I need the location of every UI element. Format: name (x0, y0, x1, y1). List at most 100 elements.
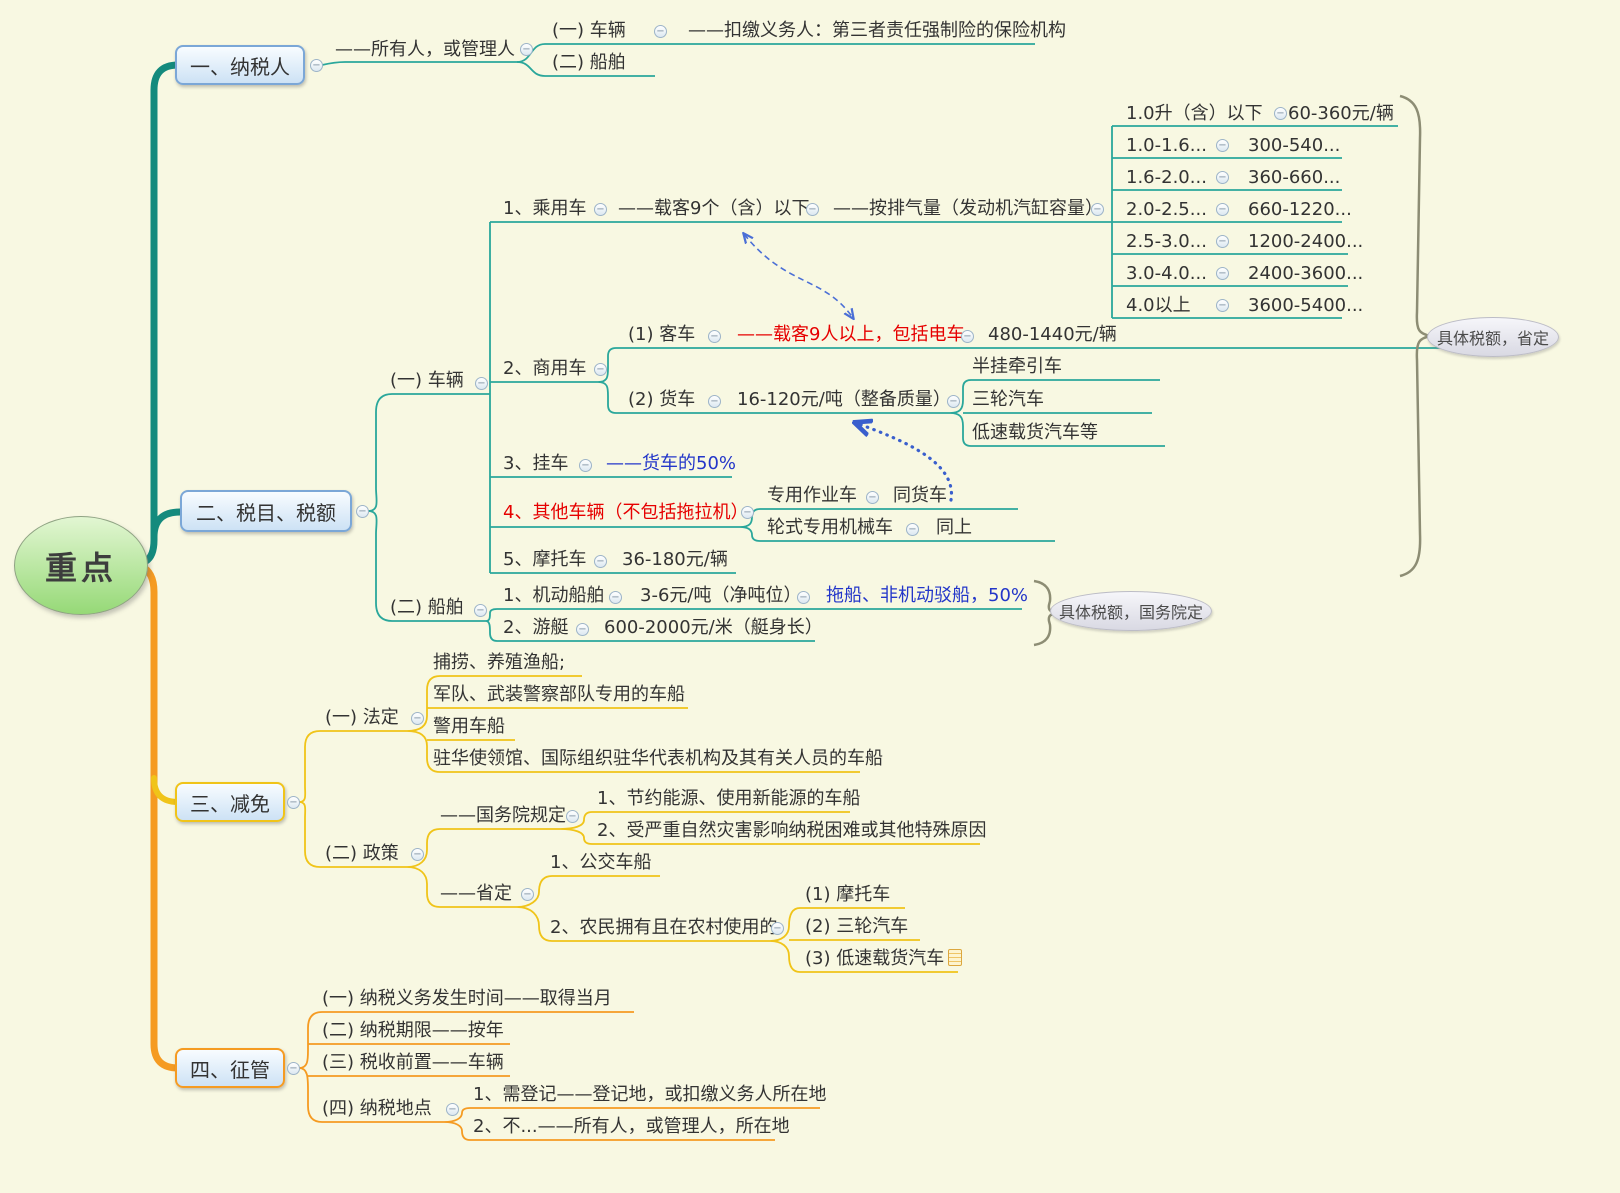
node-bus-note[interactable]: ——载客9人以上，包括电车 (737, 324, 965, 345)
collapse-icon[interactable]: − (708, 395, 721, 408)
node-b4-3[interactable]: (四) 纳税地点 (322, 1098, 432, 1119)
node-farmer-2[interactable]: (3) 低速载货汽车 (805, 948, 945, 969)
topic-reduction[interactable]: 三、减免 (175, 782, 285, 822)
node-other-vehicle[interactable]: 4、其他车辆（不包括拖拉机） (503, 502, 749, 523)
node-disp-amount-6[interactable]: 3600-5400... (1248, 295, 1364, 316)
collapse-icon[interactable]: − (287, 1062, 300, 1075)
collapse-icon[interactable]: − (594, 363, 607, 376)
node-bus[interactable]: (1) 客车 (628, 324, 696, 345)
collapse-icon[interactable]: − (1216, 299, 1229, 312)
node-disp-range-3[interactable]: 2.0-2.5... (1126, 199, 1207, 220)
node-truck-type-0[interactable]: 半挂牵引车 (972, 356, 1062, 377)
collapse-icon[interactable]: − (1216, 267, 1229, 280)
node-disp-range-4[interactable]: 2.5-3.0... (1126, 231, 1207, 252)
collapse-icon[interactable]: − (741, 506, 754, 519)
node-disp-amount-5[interactable]: 2400-3600... (1248, 263, 1364, 284)
topic-taxpayer[interactable]: 一、纳税人 (175, 45, 305, 85)
node-truck[interactable]: (2) 货车 (628, 389, 696, 410)
node-motorcycle-amount[interactable]: 36-180元/辆 (622, 549, 728, 570)
node-disp-range-6[interactable]: 4.0以上 (1126, 295, 1191, 316)
node-statutory-3[interactable]: 驻华使领馆、国际组织驻华代表机构及其有关人员的车船 (433, 748, 883, 769)
collapse-icon[interactable]: − (609, 591, 622, 604)
node-motor-ship-note[interactable]: 拖船、非机动驳船，50% (826, 585, 1029, 606)
node-truck-type-2[interactable]: 低速载货汽车等 (972, 422, 1098, 443)
node-bus-amount[interactable]: 480-1440元/辆 (988, 324, 1117, 345)
node-province-set[interactable]: ——省定 (440, 883, 512, 904)
node-motorcycle[interactable]: 5、摩托车 (503, 549, 587, 570)
node-b4-1[interactable]: (二) 纳税期限——按年 (322, 1020, 504, 1041)
node-disp-range-5[interactable]: 3.0-4.0... (1126, 263, 1207, 284)
collapse-icon[interactable]: − (1216, 203, 1229, 216)
node-passenger[interactable]: 1、乘用车 (503, 198, 587, 219)
node-farmer[interactable]: 2、农民拥有且在农村使用的 (550, 917, 778, 938)
node-other-1-label[interactable]: 轮式专用机械车 (767, 517, 893, 538)
collapse-icon[interactable]: − (474, 604, 487, 617)
node-passenger-note[interactable]: ——载客9个（含）以下 (618, 198, 810, 219)
node-displacement[interactable]: ——按排气量（发动机汽缸容量） (833, 198, 1103, 219)
collapse-icon[interactable]: − (446, 1103, 459, 1116)
node-motor-ship-amount[interactable]: 3-6元/吨（净吨位） (640, 585, 802, 606)
node-place-1[interactable]: 2、不...——所有人，或管理人，所在地 (473, 1116, 790, 1137)
collapse-icon[interactable]: − (356, 505, 369, 518)
node-disp-range-2[interactable]: 1.6-2.0... (1126, 167, 1207, 188)
node-disp-amount-1[interactable]: 300-540... (1248, 135, 1341, 156)
node-statutory[interactable]: (一) 法定 (325, 707, 399, 728)
collapse-icon[interactable]: − (866, 491, 879, 504)
node-other-1-value[interactable]: 同上 (936, 517, 972, 538)
node-public-transit[interactable]: 1、公交车船 (550, 852, 652, 873)
node-statutory-0[interactable]: 捕捞、养殖渔船; (433, 652, 566, 673)
collapse-icon[interactable]: − (411, 712, 424, 725)
node-b1-vehicle[interactable]: (一) 车辆 (552, 20, 626, 41)
collapse-icon[interactable]: − (961, 330, 974, 343)
node-yacht-amount[interactable]: 600-2000元/米（艇身长） (604, 617, 823, 638)
collapse-icon[interactable]: − (1216, 139, 1229, 152)
node-truck-type-1[interactable]: 三轮汽车 (972, 389, 1044, 410)
collapse-icon[interactable]: − (521, 888, 534, 901)
collapse-icon[interactable]: − (579, 459, 592, 472)
topic-collection[interactable]: 四、征管 (175, 1048, 285, 1088)
callout-province-amount[interactable]: 具体税额，省定 (1427, 317, 1559, 357)
collapse-icon[interactable]: − (1274, 107, 1287, 120)
collapse-icon[interactable]: − (771, 922, 784, 935)
note-icon[interactable] (948, 949, 962, 966)
node-farmer-1[interactable]: (2) 三轮汽车 (805, 916, 909, 937)
root-topic[interactable]: 重点 (14, 516, 148, 615)
node-b1-ship[interactable]: (二) 船舶 (552, 52, 626, 73)
collapse-icon[interactable]: − (806, 203, 819, 216)
node-disp-range-1[interactable]: 1.0-1.6... (1126, 135, 1207, 156)
collapse-icon[interactable]: − (594, 203, 607, 216)
collapse-icon[interactable]: − (1216, 235, 1229, 248)
collapse-icon[interactable]: − (520, 43, 533, 56)
node-statutory-1[interactable]: 军队、武装警察部队专用的车船 (433, 684, 685, 705)
node-trailer-note[interactable]: ——货车的50% (606, 453, 737, 474)
node-disp-amount-4[interactable]: 1200-2400... (1248, 231, 1364, 252)
node-statutory-2[interactable]: 警用车船 (433, 716, 505, 737)
node-motor-ship[interactable]: 1、机动船舶 (503, 585, 605, 606)
node-commercial[interactable]: 2、商用车 (503, 358, 587, 379)
node-yacht[interactable]: 2、游艇 (503, 617, 569, 638)
collapse-icon[interactable]: − (654, 25, 667, 38)
collapse-icon[interactable]: − (310, 59, 323, 72)
node-state-council-0[interactable]: 1、节约能源、使用新能源的车船 (597, 788, 861, 809)
collapse-icon[interactable]: − (797, 591, 810, 604)
node-b4-2[interactable]: (三) 税收前置——车辆 (322, 1052, 504, 1073)
collapse-icon[interactable]: − (947, 395, 960, 408)
collapse-icon[interactable]: − (1216, 171, 1229, 184)
topic-tax-items[interactable]: 二、税目、税额 (180, 490, 352, 532)
node-b1-vehicle-note[interactable]: ——扣缴义务人：第三者责任强制险的保险机构 (688, 20, 1066, 41)
node-b2-ship[interactable]: (二) 船舶 (390, 597, 464, 618)
node-disp-amount-2[interactable]: 360-660... (1248, 167, 1341, 188)
node-b2-vehicle[interactable]: (一) 车辆 (390, 370, 464, 391)
collapse-icon[interactable]: − (411, 848, 424, 861)
collapse-icon[interactable]: − (906, 523, 919, 536)
collapse-icon[interactable]: − (475, 377, 488, 390)
collapse-icon[interactable]: − (1091, 203, 1104, 216)
collapse-icon[interactable]: − (566, 810, 579, 823)
node-truck-amount[interactable]: 16-120元/吨（整备质量） (737, 389, 951, 410)
node-policy[interactable]: (二) 政策 (325, 843, 399, 864)
node-state-council-1[interactable]: 2、受严重自然灾害影响纳税困难或其他特殊原因 (597, 820, 987, 841)
node-disp-amount-3[interactable]: 660-1220... (1248, 199, 1352, 220)
node-owner[interactable]: ——所有人，或管理人 (335, 39, 515, 60)
node-b4-0[interactable]: (一) 纳税义务发生时间——取得当月 (322, 988, 612, 1009)
callout-state-amount[interactable]: 具体税额，国务院定 (1050, 591, 1212, 631)
